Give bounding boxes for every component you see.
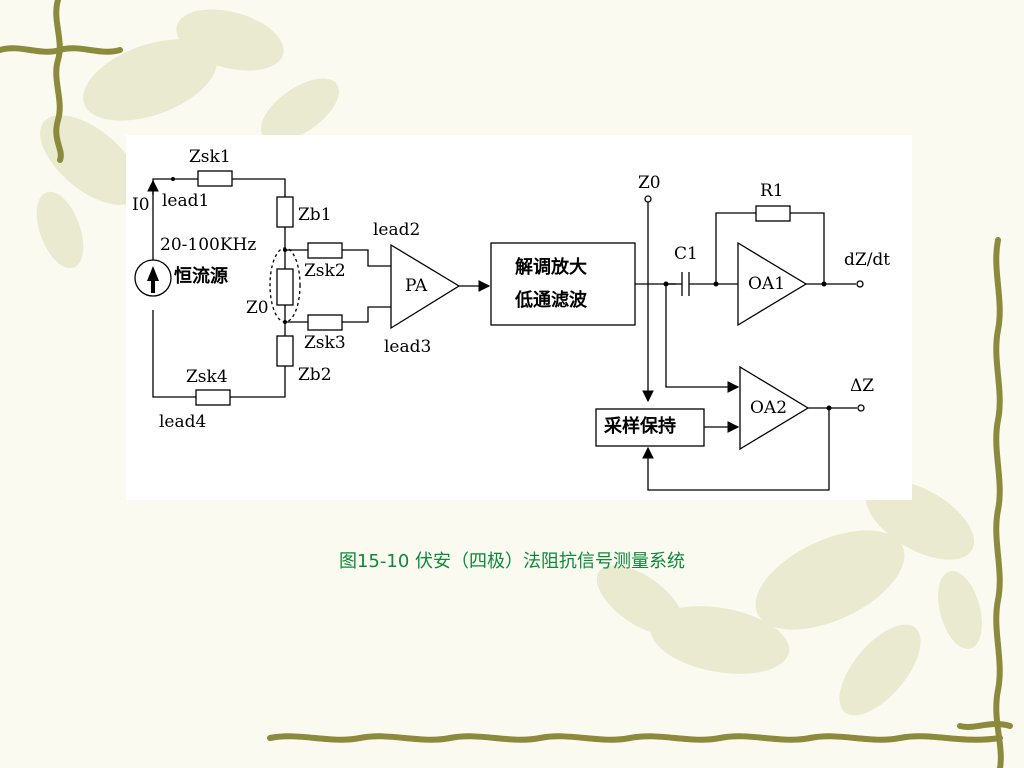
- junction: [821, 281, 827, 287]
- wire-demod-oa2: [665, 284, 740, 393]
- wire-feedback-sh: [642, 408, 830, 491]
- label-oa1: OA1: [748, 274, 786, 294]
- label-zsk2: Zsk2: [304, 261, 346, 281]
- junction: [283, 248, 287, 252]
- junction: [283, 320, 287, 324]
- label-r1: R1: [760, 181, 784, 201]
- wire-lead1: [152, 178, 198, 245]
- label-pa: PA: [405, 276, 428, 296]
- source-arrow-icon: [147, 266, 159, 293]
- resistor-zsk3: [307, 314, 343, 331]
- capacitor-c1: [681, 272, 690, 296]
- junction: [713, 281, 719, 287]
- label-lead1: lead1: [162, 191, 210, 211]
- junction: [663, 281, 669, 287]
- label-zb2: Zb2: [298, 365, 332, 385]
- label-zb1: Zb1: [298, 205, 332, 225]
- amplifier-pa: [390, 243, 461, 330]
- label-z0-right: Z0: [638, 173, 661, 193]
- amplifier-oa1: [737, 241, 808, 327]
- resistor-zsk1: [197, 170, 233, 187]
- label-i0: I0: [132, 195, 150, 215]
- label-sample-hold: 采样保持: [604, 416, 676, 437]
- resistor-zsk2: [307, 242, 343, 259]
- label-zsk4: Zsk4: [186, 367, 228, 387]
- label-source: 恒流源: [174, 266, 228, 287]
- wire-top: [232, 178, 286, 197]
- junction: [171, 177, 175, 181]
- wire-zsk2-out: [342, 249, 391, 267]
- resistor-zb1: [276, 196, 294, 228]
- label-zsk1: Zsk1: [189, 147, 231, 167]
- circuit-wiring: [134, 170, 865, 491]
- wire-bottom: [230, 366, 286, 398]
- resistor-r1: [755, 205, 791, 222]
- z0-terminal: [644, 195, 652, 203]
- label-out2: ΔZ: [850, 376, 875, 396]
- wire-zsk3-out: [342, 306, 391, 323]
- impedance-z0: [276, 268, 294, 306]
- junction: [826, 405, 832, 411]
- wire-r1-feedback: [715, 212, 825, 284]
- label-lead3: lead3: [384, 337, 432, 357]
- label-demod-line1: 解调放大: [515, 257, 587, 278]
- resistor-zsk4: [195, 389, 231, 406]
- label-z0-left: Z0: [246, 298, 269, 318]
- label-zsk3: Zsk3: [304, 333, 346, 353]
- faded-leaf-pattern: [36, 9, 982, 716]
- label-lead4: lead4: [159, 412, 207, 432]
- label-oa2: OA2: [750, 398, 788, 418]
- wire-lead4: [152, 310, 196, 398]
- label-demod-line2: 低通滤波: [515, 290, 587, 311]
- label-out1: dZ/dt: [844, 250, 891, 270]
- out2-terminal: [857, 404, 865, 412]
- out1-terminal: [856, 280, 864, 288]
- label-c1: C1: [674, 244, 698, 264]
- figure-caption: 图15-10 伏安（四极）法阻抗信号测量系统: [338, 551, 686, 572]
- circuit-figure: Zsk1 lead1 I0 Zb1 20-100KHz 恒流源 Zsk2 Z0 …: [126, 135, 912, 500]
- resistor-zb2: [276, 335, 294, 367]
- amplifier-oa2: [739, 365, 810, 451]
- sample-hold-box: [595, 408, 705, 447]
- label-lead2: lead2: [373, 220, 421, 240]
- demod-box: [490, 242, 636, 326]
- label-freq: 20-100KHz: [160, 235, 257, 255]
